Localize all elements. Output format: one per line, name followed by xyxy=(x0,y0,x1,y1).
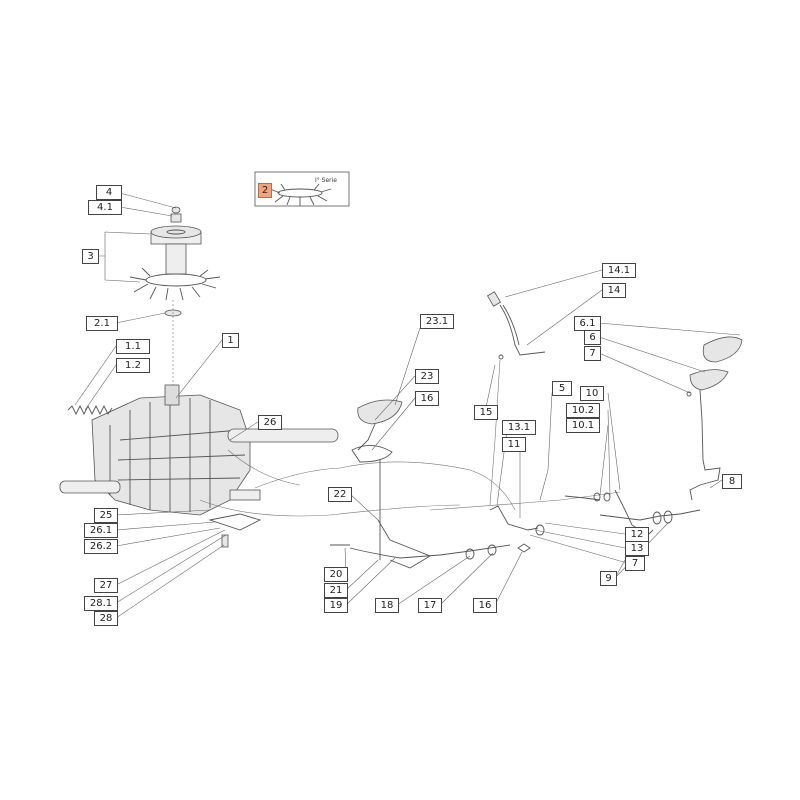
callout-3: 3 xyxy=(82,249,99,264)
callout-4: 4 xyxy=(96,185,122,200)
pulley-assembly xyxy=(129,206,221,390)
callout-11: 11 xyxy=(502,437,526,452)
callout-10: 10 xyxy=(580,386,604,401)
callout-1-1: 1.1 xyxy=(116,339,150,354)
callout-13-1: 13.1 xyxy=(502,420,536,435)
callout-28: 28 xyxy=(94,611,118,626)
callout-15: 15 xyxy=(474,405,498,420)
callout-27: 27 xyxy=(94,578,118,593)
callout-16-lower: 16 xyxy=(473,598,497,613)
callout-14: 14 xyxy=(602,283,626,298)
callout-2: 2 xyxy=(258,183,272,198)
callout-21: 21 xyxy=(324,583,348,598)
callout-7-lower: 7 xyxy=(625,556,645,571)
callout-25: 25 xyxy=(94,508,118,523)
callout-10-1: 10.1 xyxy=(566,418,600,433)
callout-12: 12 xyxy=(625,527,649,542)
callout-14-1: 14.1 xyxy=(602,263,636,278)
right-pedal-assembly xyxy=(564,336,743,535)
transmission-housing xyxy=(59,384,339,548)
inset-note: I° Serie xyxy=(315,177,338,184)
callout-1: 1 xyxy=(222,333,239,348)
callout-6-1: 6.1 xyxy=(574,316,601,331)
callout-26-2: 26.2 xyxy=(84,539,118,554)
callout-6: 6 xyxy=(584,330,601,345)
lever-14 xyxy=(486,291,546,360)
callout-7-upper: 7 xyxy=(584,346,601,361)
callout-8: 8 xyxy=(722,474,742,489)
callout-26: 26 xyxy=(258,415,282,430)
callout-10-2: 10.2 xyxy=(566,403,600,418)
callout-26-1: 26.1 xyxy=(84,523,118,538)
callout-9: 9 xyxy=(600,571,617,586)
callout-23-1: 23.1 xyxy=(420,314,454,329)
callout-28-1: 28.1 xyxy=(84,596,118,611)
callout-1-2: 1.2 xyxy=(116,358,150,373)
callout-22: 22 xyxy=(328,487,352,502)
callout-16-upper: 16 xyxy=(415,391,439,406)
callout-13: 13 xyxy=(625,541,649,556)
callout-20: 20 xyxy=(324,567,348,582)
callout-23: 23 xyxy=(415,369,439,384)
control-cables xyxy=(199,359,621,517)
callout-19: 19 xyxy=(324,598,348,613)
callout-5: 5 xyxy=(552,381,572,396)
callout-4-1: 4.1 xyxy=(88,200,122,215)
callout-17: 17 xyxy=(418,598,442,613)
leader-lines xyxy=(74,192,741,619)
callout-2-1: 2.1 xyxy=(86,316,118,331)
callout-18: 18 xyxy=(375,598,399,613)
